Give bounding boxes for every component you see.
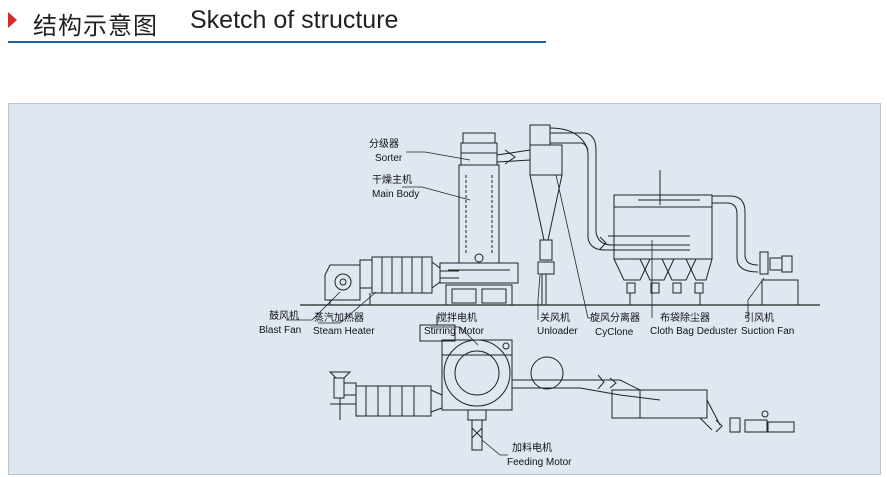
label-unloader-en: Unloader (537, 326, 578, 337)
label-suction-fan-en: Suction Fan (741, 326, 795, 337)
red-triangle-icon (8, 12, 17, 28)
label-feeding-motor-cn: 加料电机 (512, 443, 552, 454)
leader-lines (286, 151, 765, 456)
label-unloader-cn: 关风机 (540, 313, 570, 324)
header: 结构示意图 Sketch of structure (0, 0, 887, 50)
label-stirring-motor-en: Stirring Motor (424, 326, 485, 337)
plan-view (328, 315, 795, 451)
suction-duct (712, 195, 759, 273)
label-cyclone-en: CyClone (595, 327, 634, 338)
title-underline (8, 41, 546, 43)
label-suction-fan-cn: 引风机 (744, 313, 774, 324)
label-sorter-cn: 分级器 (369, 139, 399, 150)
label-blast-fan-cn: 鼓风机 (269, 311, 299, 322)
label-steam-heater-cn: 蒸汽加热器 (314, 313, 364, 324)
label-blast-fan-en: Blast Fan (259, 325, 302, 336)
title-english: Sketch of structure (190, 6, 399, 34)
diagram-panel (8, 103, 881, 475)
label-main-body-cn: 干燥主机 (372, 175, 412, 186)
label-main-body-en: Main Body (372, 189, 420, 200)
label-cloth-bag-en: Cloth Bag Deduster (650, 326, 738, 337)
duct (550, 132, 690, 251)
label-steam-heater-en: Steam Heater (313, 326, 375, 337)
label-cloth-bag-cn: 布袋除尘器 (660, 313, 710, 324)
main-body-dryer (439, 132, 531, 306)
title-chinese: 结构示意图 (33, 12, 158, 40)
cyclone (529, 124, 589, 305)
label-stirring-motor-cn: 搅拌电机 (437, 313, 477, 324)
blast-fan-heater (324, 256, 459, 305)
label-cyclone-cn: 旋风分离器 (590, 313, 640, 324)
label-feeding-motor-en: Feeding Motor (507, 457, 572, 468)
suction-fan-unit (759, 251, 799, 306)
label-sorter-en: Sorter (375, 153, 403, 164)
cloth-bag-deduster (608, 170, 713, 305)
